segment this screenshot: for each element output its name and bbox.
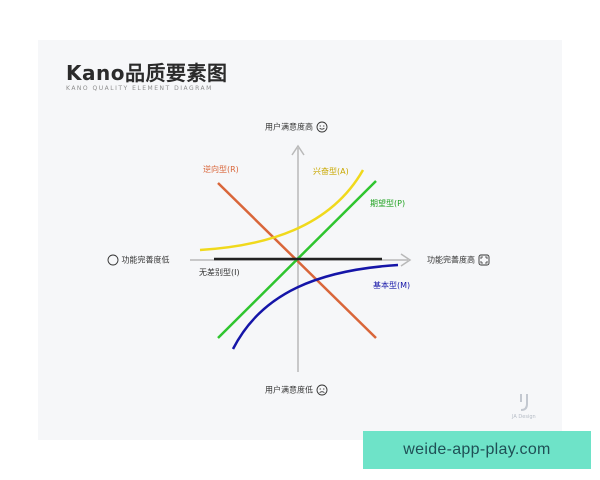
basic-curve xyxy=(231,263,399,350)
basic-curve-label: 基本型(M) xyxy=(373,281,411,290)
smile-face-icon xyxy=(316,121,327,133)
exciting-curve-label: 兴奋型(A) xyxy=(313,167,349,176)
performance-curve-label: 期望型(P) xyxy=(370,199,406,208)
y-axis-arrow xyxy=(291,144,305,156)
watermark-banner: weide-app-play.com xyxy=(363,431,591,469)
diagram-card xyxy=(38,40,562,440)
diagram-title: Kano品质要素图 xyxy=(66,61,228,85)
axis-label-left: 功能完善度低 xyxy=(107,254,170,266)
empty-circle-icon xyxy=(107,254,119,266)
frown-face-icon xyxy=(316,384,327,396)
x-axis-arrow xyxy=(400,253,412,267)
axis-label-bottom: 用户满意度低 xyxy=(265,384,328,396)
diagram-subtitle: KANO QUALITY ELEMENT DIAGRAM xyxy=(66,85,213,92)
axis-label-right: 功能完善度高 xyxy=(427,254,490,266)
full-frame-icon xyxy=(478,254,489,266)
axis-label-top: 用户满意度高 xyxy=(265,121,328,133)
ja-design-logo-icon xyxy=(520,394,528,411)
logo-text: JA Design xyxy=(512,414,536,420)
indifferent-curve-label: 无差别型(I) xyxy=(199,268,240,277)
exciting-curve xyxy=(199,169,365,252)
reverse-curve-label: 逆向型(R) xyxy=(203,165,239,174)
